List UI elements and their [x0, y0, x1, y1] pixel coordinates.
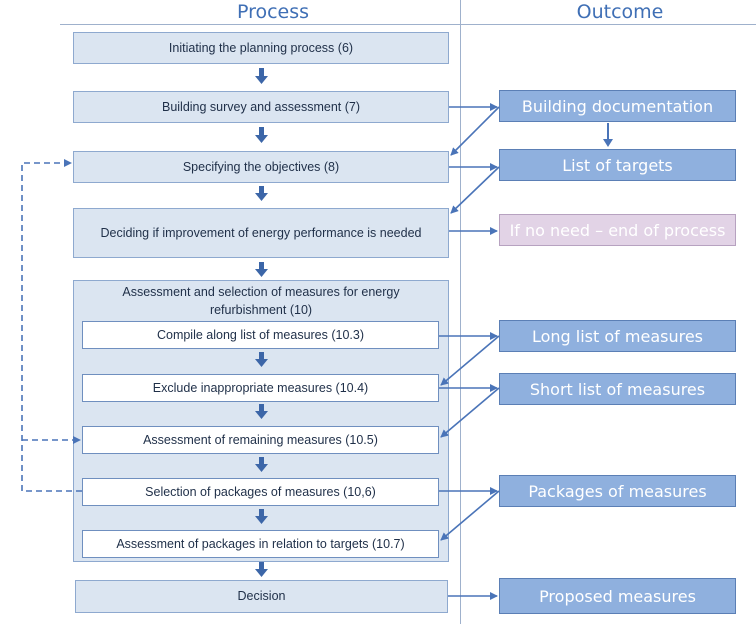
outcome-packages: Packages of measures [499, 475, 736, 507]
substep-assess-remaining: Assessment of remaining measures (10.5) [82, 426, 439, 454]
step-deciding-improvement: Deciding if improvement of energy perfor… [73, 208, 449, 258]
assessment-selection-title: Assessment and selection of measures for… [122, 285, 400, 318]
arrow-documentation-to-objectives [450, 106, 500, 156]
process-column-header: Process [236, 1, 310, 23]
substep-selection-packages: Selection of packages of measures (10,6) [82, 478, 439, 506]
feedback-loop-to-objectives [21, 159, 82, 492]
down-arrow-1 [255, 68, 268, 84]
step-initiating-planning: Initiating the planning process (6) [73, 32, 449, 64]
down-arrow-9 [255, 562, 268, 577]
arrow-targets-to-deciding [450, 166, 500, 214]
down-arrow-7 [255, 457, 268, 472]
substep-exclude-measures: Exclude inappropriate measures (10.4) [82, 374, 439, 402]
header-divider [60, 24, 756, 25]
outcome-column-header: Outcome [576, 1, 664, 23]
down-arrow-3 [255, 186, 268, 201]
documentation-to-targets-arrow [603, 123, 613, 147]
arrow-long-list-to-exclude [440, 335, 500, 386]
substep-compile-list: Compile along list of measures (10.3) [82, 321, 439, 349]
step-specifying-objectives: Specifying the objectives (8) [73, 151, 449, 183]
down-arrow-8 [255, 509, 268, 524]
substep-assess-packages: Assessment of packages in relation to ta… [82, 530, 439, 558]
outcome-no-need-end: If no need – end of process [499, 214, 736, 246]
outcome-list-of-targets: List of targets [499, 149, 736, 181]
outcome-building-documentation: Building documentation [499, 90, 736, 122]
arrow-packages-to-assessment [440, 490, 500, 541]
arrow-short-list-to-remaining [440, 387, 500, 438]
down-arrow-6 [255, 404, 268, 419]
down-arrow-4 [255, 262, 268, 277]
step-building-survey: Building survey and assessment (7) [73, 91, 449, 123]
step-decision: Decision [75, 580, 448, 613]
column-divider [460, 0, 461, 624]
down-arrow-5 [255, 352, 268, 367]
outcome-proposed-measures: Proposed measures [499, 578, 736, 614]
down-arrow-2 [255, 127, 268, 143]
outcome-long-list: Long list of measures [499, 320, 736, 352]
outcome-short-list: Short list of measures [499, 373, 736, 405]
